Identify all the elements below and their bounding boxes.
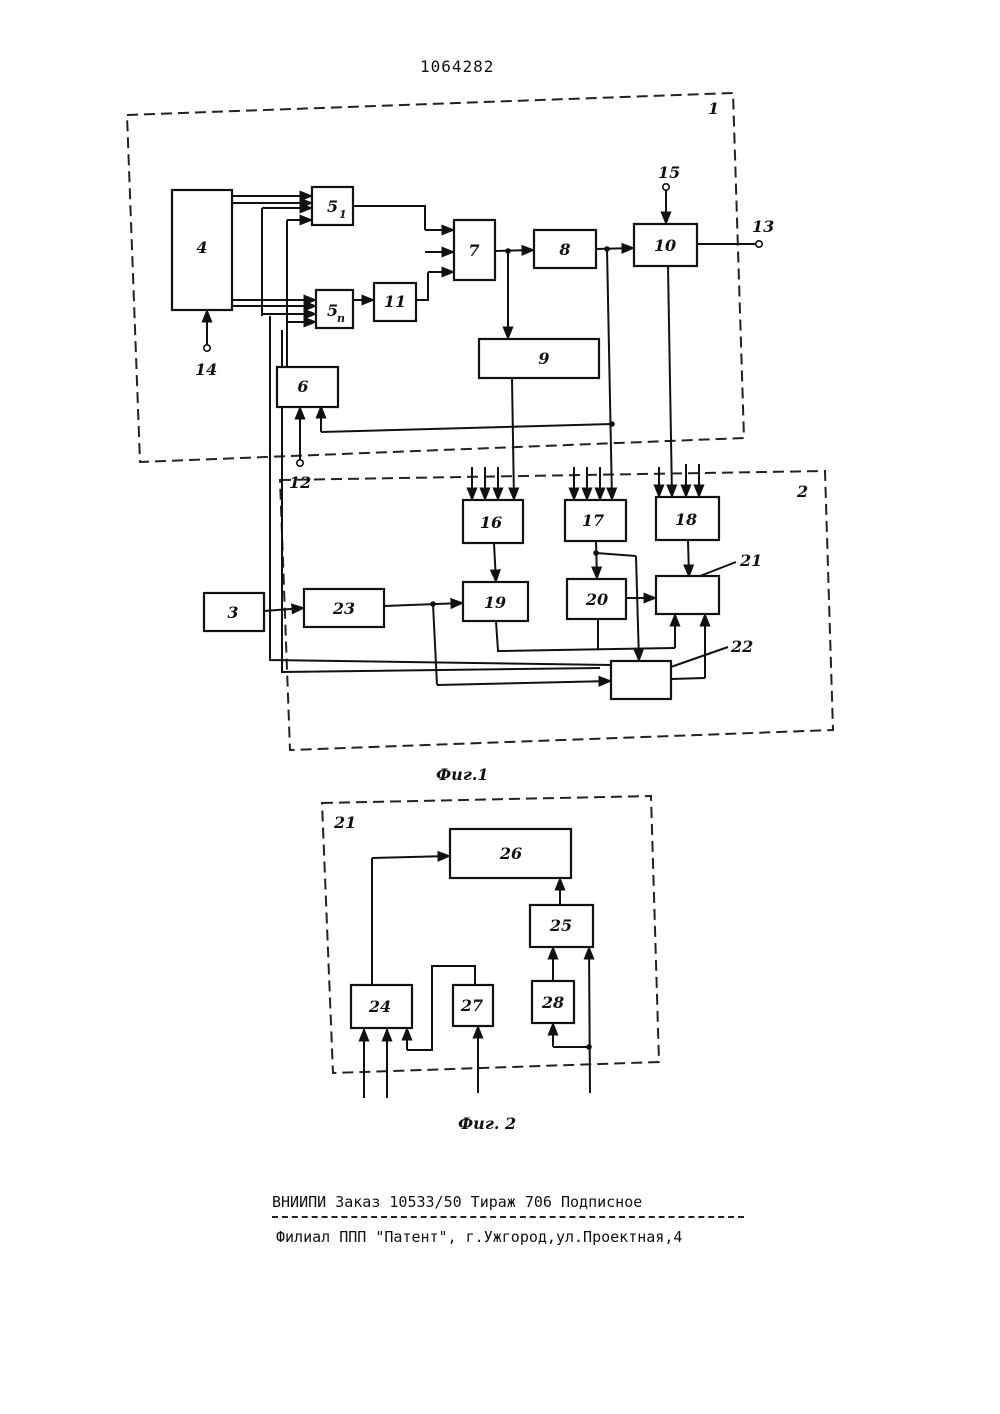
svg-text:10: 10 <box>654 236 676 255</box>
figure-1-caption: Фиг.1 <box>436 765 489 784</box>
svg-text:28: 28 <box>541 993 564 1012</box>
svg-text:26: 26 <box>499 844 522 863</box>
block-19: 19 <box>463 582 528 621</box>
block-11: 11 <box>374 283 416 321</box>
svg-text:18: 18 <box>675 510 697 529</box>
block-20: 20 <box>567 579 626 619</box>
svg-text:5: 5 <box>327 197 338 216</box>
svg-text:4: 4 <box>196 238 207 257</box>
terminal-14-label: 14 <box>195 360 217 379</box>
block-27: 27 <box>453 985 493 1026</box>
block-9: 9 <box>479 339 599 378</box>
svg-text:19: 19 <box>484 593 506 612</box>
svg-text:23: 23 <box>332 599 355 618</box>
block-24: 24 <box>351 985 412 1028</box>
terminal-15-label: 15 <box>658 163 680 182</box>
footer-address-line: Филиал ППП "Патент", г.Ужгород,ул.Проект… <box>276 1228 682 1246</box>
svg-text:3: 3 <box>227 603 238 622</box>
block-6: 6 <box>277 367 338 407</box>
block-18: 18 <box>656 497 719 540</box>
svg-text:16: 16 <box>480 513 502 532</box>
svg-text:7: 7 <box>468 241 479 260</box>
block-26: 26 <box>450 829 571 878</box>
svg-text:1: 1 <box>339 208 347 221</box>
svg-text:25: 25 <box>549 916 572 935</box>
svg-text:11: 11 <box>384 292 406 311</box>
footer-divider <box>272 1216 744 1218</box>
svg-text:20: 20 <box>585 590 608 609</box>
container-2-label: 2 <box>796 482 808 501</box>
block-21 <box>656 576 719 614</box>
svg-text:9: 9 <box>538 349 549 368</box>
block-22 <box>611 661 671 699</box>
svg-text:27: 27 <box>460 996 483 1015</box>
figure-2-caption: Фиг. 2 <box>458 1114 516 1133</box>
callout-22: 22 <box>730 637 753 656</box>
callout-21: 21 <box>739 551 762 570</box>
block-5-1: 5 1 <box>312 187 353 225</box>
block-16: 16 <box>463 500 523 543</box>
terminal-13-label: 13 <box>752 217 774 236</box>
svg-text:17: 17 <box>582 511 604 530</box>
block-28: 28 <box>532 981 574 1023</box>
block-5-n: 5 n <box>316 290 353 328</box>
block-7: 7 <box>454 220 495 280</box>
block-23: 23 <box>304 589 384 627</box>
block-4: 4 <box>172 190 232 310</box>
block-10: 10 <box>634 224 697 266</box>
figure-1: 1 2 <box>127 93 833 784</box>
block-25: 25 <box>530 905 593 947</box>
block-3: 3 <box>204 593 264 631</box>
container-1-label: 1 <box>708 99 719 118</box>
fig2-connections <box>364 856 592 1098</box>
figure-2: 21 <box>322 796 659 1133</box>
terminal-12-label: 12 <box>289 473 311 492</box>
svg-text:n: n <box>337 312 345 325</box>
footer-publisher-line: ВНИИПИ Заказ 10533/50 Тираж 706 Подписно… <box>272 1193 642 1211</box>
block-8: 8 <box>534 230 596 268</box>
svg-text:24: 24 <box>368 997 391 1016</box>
container-21-label: 21 <box>333 813 356 832</box>
svg-text:8: 8 <box>558 240 570 259</box>
svg-text:6: 6 <box>297 377 308 396</box>
block-17: 17 <box>565 500 626 541</box>
